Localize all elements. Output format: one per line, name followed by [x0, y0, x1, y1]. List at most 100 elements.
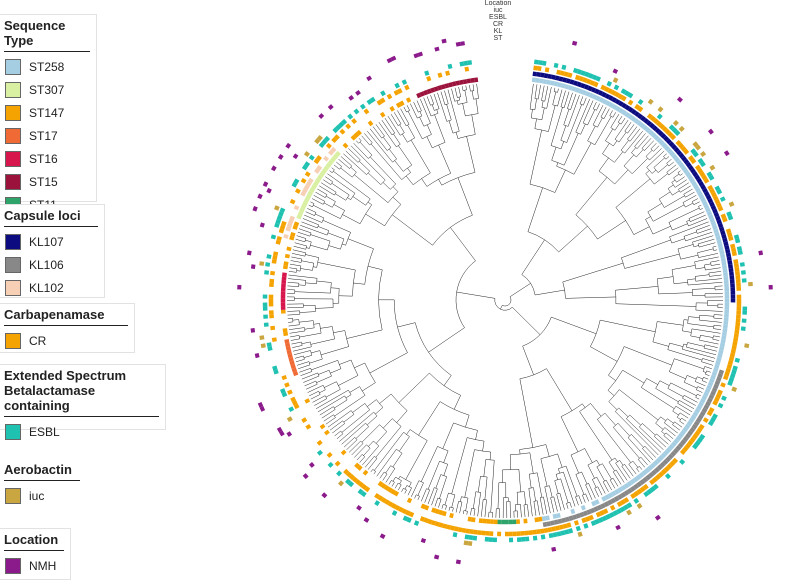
- tree-branch: [469, 84, 471, 92]
- st-ring-segment: [641, 469, 648, 476]
- st-ring-segment: [323, 165, 330, 172]
- ring-label-kl: KL: [494, 28, 503, 35]
- tree-branch: [392, 476, 396, 482]
- kl-ring-segment: [716, 376, 722, 382]
- kl-ring-segment: [696, 177, 703, 184]
- tree-branch: [615, 469, 625, 483]
- cr-ring-segment: [730, 348, 736, 354]
- tree-branch: [402, 133, 408, 143]
- tree-branch: [422, 134, 432, 140]
- tree-branch: [314, 398, 327, 406]
- tree-branch: [588, 483, 596, 499]
- color-swatch: [5, 487, 21, 504]
- tree-branch: [587, 109, 596, 126]
- tree-branch: [696, 225, 710, 231]
- st-ring-segment: [717, 353, 723, 359]
- st-ring-segment: [356, 465, 363, 471]
- tree-branch: [421, 178, 428, 187]
- st-ring-segment: [718, 246, 724, 252]
- tree-branch: [324, 381, 337, 388]
- st-ring-segment: [709, 217, 716, 223]
- st-ring-segment: [658, 454, 665, 461]
- tree-branch: [373, 471, 376, 475]
- tree-branch: [410, 103, 418, 119]
- tree-branch: [649, 148, 662, 161]
- tree-branch: [370, 469, 374, 473]
- esbl-ring-segment: [739, 262, 745, 267]
- color-swatch: [5, 173, 21, 190]
- kl-ring-segment: [709, 201, 715, 207]
- tree-branch: [384, 471, 388, 475]
- tree-branch: [620, 149, 625, 154]
- cr-ring-segment: [672, 457, 679, 464]
- tree-branch: [328, 245, 341, 250]
- st-ring-segment: [578, 88, 584, 95]
- tree-branch: [438, 179, 442, 186]
- tree-branch: [708, 271, 722, 274]
- kl-ring-segment: [656, 464, 663, 471]
- tree-branch: [345, 150, 359, 163]
- tree-branch: [329, 170, 333, 173]
- esbl-ring-segment: [564, 529, 570, 535]
- kl-ring-segment: [589, 507, 596, 514]
- cr-ring-segment: [355, 479, 361, 486]
- tree-branch: [311, 350, 320, 354]
- tree-branch: [378, 269, 383, 330]
- tree-branch: [406, 110, 410, 113]
- tree-branch: [431, 104, 435, 111]
- tree-branch: [608, 346, 625, 376]
- st-ring-segment: [539, 78, 544, 84]
- cr-ring-segment: [325, 142, 332, 149]
- tree-branch: [686, 221, 689, 227]
- tree-branch: [628, 460, 634, 465]
- esbl-ring-segment: [694, 440, 701, 447]
- st-ring-segment: [564, 84, 570, 90]
- tree-branch: [679, 420, 685, 425]
- legend-sequence-type: Sequence Type ST258 ST307 ST147 ST17 ST1…: [0, 14, 97, 213]
- tree-branch: [336, 433, 344, 439]
- tree-branch: [636, 466, 640, 469]
- st-ring-segment: [299, 207, 305, 213]
- st-ring-segment: [702, 200, 708, 206]
- tree-branch: [439, 460, 448, 465]
- tree-branch: [409, 482, 412, 487]
- tree-branch: [628, 464, 637, 475]
- tree-branch: [600, 319, 656, 333]
- kl-ring-segment: [634, 111, 640, 117]
- tree-branch: [554, 169, 566, 193]
- tree-branch: [687, 282, 723, 286]
- nmh-ring-segment: [259, 406, 266, 412]
- tree-branch: [636, 135, 649, 149]
- tree-branch: [687, 342, 705, 347]
- cr-ring-segment: [728, 235, 734, 241]
- tree-branch: [682, 195, 697, 203]
- tree-branch: [317, 262, 356, 271]
- esbl-ring-segment: [532, 535, 538, 541]
- tree-branch: [619, 460, 624, 466]
- kl-ring-segment: [675, 445, 682, 452]
- iuc-ring-segment: [744, 343, 750, 349]
- tree-branch: [362, 382, 376, 392]
- kl-ring-segment: [703, 404, 710, 410]
- tree-branch: [385, 465, 391, 474]
- tree-branch: [534, 84, 538, 99]
- tree-branch: [341, 409, 370, 433]
- st-ring-segment: [630, 116, 637, 122]
- cr-ring-segment: [348, 474, 355, 481]
- kl-ring-segment: [593, 506, 599, 512]
- cr-ring-segment: [589, 80, 595, 86]
- tree-branch: [382, 418, 393, 429]
- legend-item-kl107: KL107: [0, 230, 104, 253]
- tree-branch: [423, 97, 432, 117]
- st-ring-segment: [624, 111, 631, 118]
- tree-branch: [340, 430, 344, 434]
- cr-ring-segment: [714, 198, 721, 205]
- tree-branch: [373, 440, 380, 447]
- st-ring-segment: [470, 77, 475, 83]
- tree-branch: [340, 210, 345, 219]
- tree-branch: [545, 444, 550, 457]
- esbl-ring-segment: [627, 92, 634, 99]
- esbl-ring-segment: [736, 246, 743, 252]
- st-ring-segment: [312, 180, 319, 187]
- tree-branch: [621, 257, 625, 269]
